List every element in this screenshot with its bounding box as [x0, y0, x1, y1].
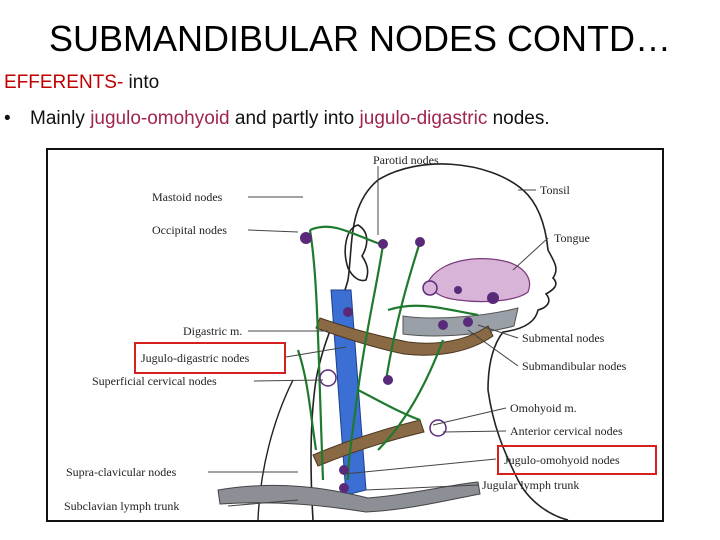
- slide-title: SUBMANDIBULAR NODES CONTD…: [48, 18, 672, 59]
- label-anterior-cervical-nodes: Anterior cervical nodes: [510, 424, 623, 438]
- tongue-shape: [427, 258, 531, 303]
- label-omohyoid-muscle: Omohyoid m.: [510, 401, 577, 415]
- label-supra-clavicular-nodes: Supra-clavicular nodes: [66, 465, 177, 479]
- bullet-term-jugulo-omohyoid: jugulo-omohyoid: [90, 108, 230, 129]
- neck-front-outline: [487, 389, 569, 520]
- bullet-term-jugulo-digastric: jugulo-digastric: [359, 108, 488, 129]
- highlight-box-jugulo-digastric: [134, 342, 286, 374]
- label-tongue: Tongue: [554, 231, 590, 245]
- omohyoid-muscle: [312, 419, 425, 467]
- bullet-prefix: Mainly: [30, 108, 91, 129]
- label-submandibular-nodes: Submandibular nodes: [522, 359, 627, 373]
- efferents-label: EFFERENTS-: [4, 72, 124, 93]
- bullet-mid: and partly into: [229, 108, 360, 129]
- label-jugular-lymph-trunk: Jugular lymph trunk: [482, 478, 579, 492]
- label-jugulo-digastric-nodes: Jugulo-digastric nodes: [141, 351, 250, 365]
- bullet-item: •Mainly jugulo-omohyoid and partly into …: [4, 108, 550, 130]
- efferents-rest: into: [123, 72, 160, 93]
- bullet-marker: •: [4, 108, 11, 129]
- head-outline: [310, 163, 557, 520]
- label-digastric-muscle: Digastric m.: [183, 324, 242, 338]
- leader-lines: [208, 166, 549, 507]
- label-occipital-nodes: Occipital nodes: [152, 223, 227, 237]
- label-jugulo-omohyoid-nodes: Jugulo-omohyoid nodes: [504, 453, 620, 467]
- lymph-diagram-figure: Parotid nodes Tonsil Mastoid nodes Occip…: [46, 148, 664, 522]
- lymph-vessels: [296, 225, 479, 481]
- label-subclavian-lymph-trunk: Subclavian lymph trunk: [64, 499, 179, 513]
- highlight-box-jugulo-omohyoid: [497, 445, 657, 475]
- digastric-muscle: [315, 317, 494, 356]
- lymph-diagram-svg: Parotid nodes Tonsil Mastoid nodes Occip…: [64, 153, 657, 520]
- ear-outline: [344, 224, 369, 282]
- label-tonsil: Tonsil: [540, 183, 570, 197]
- label-parotid-nodes: Parotid nodes: [373, 153, 439, 167]
- label-superficial-cervical-nodes: Superficial cervical nodes: [92, 374, 217, 388]
- label-mastoid-nodes: Mastoid nodes: [152, 190, 223, 204]
- lymph-nodes: [300, 232, 499, 493]
- bullet-suffix: nodes.: [487, 108, 550, 129]
- subclavian-vein: [217, 481, 481, 513]
- efferents-line: EFFERENTS- into: [4, 72, 159, 94]
- label-submental-nodes: Submental nodes: [522, 331, 605, 345]
